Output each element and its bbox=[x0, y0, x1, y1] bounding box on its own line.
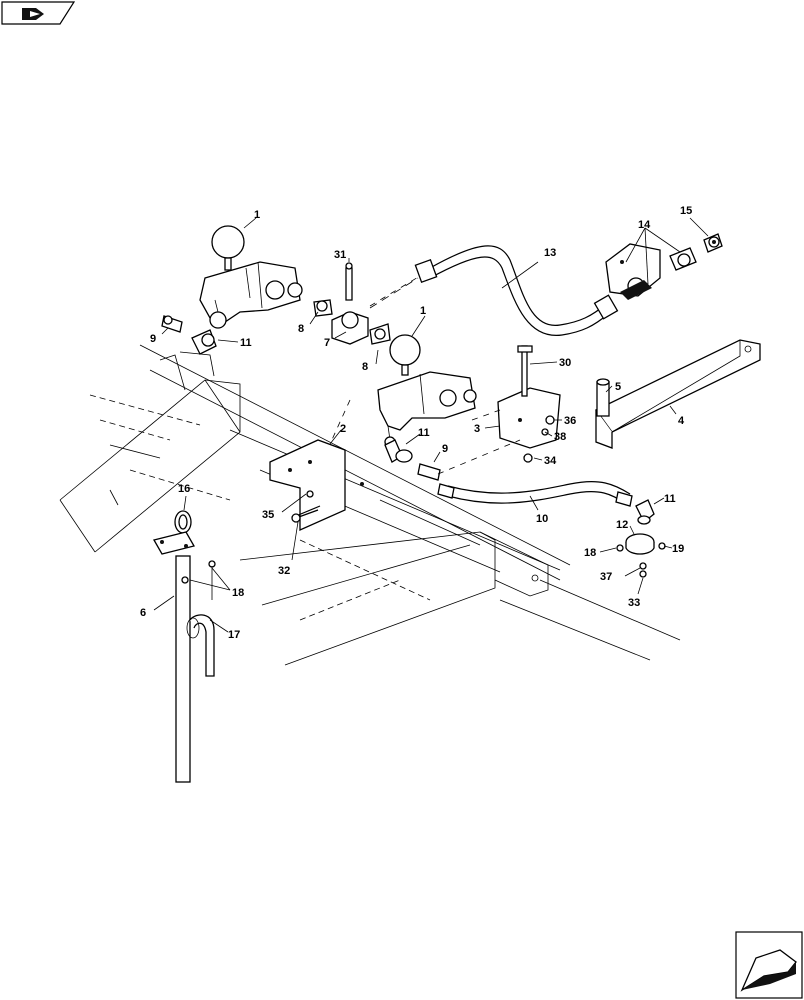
callout-18a: 18 bbox=[232, 587, 244, 599]
callout-15: 15 bbox=[680, 205, 692, 217]
callout-10: 10 bbox=[536, 513, 548, 525]
elbow-fitting-left bbox=[161, 315, 217, 355]
callout-4: 4 bbox=[678, 415, 685, 427]
callout-1b: 1 bbox=[420, 305, 426, 317]
callout-1a: 1 bbox=[254, 209, 260, 221]
callout-6: 6 bbox=[140, 607, 146, 619]
callout-32: 32 bbox=[278, 565, 290, 577]
hose-lower bbox=[437, 481, 633, 507]
callout-5: 5 bbox=[615, 381, 621, 393]
callout-9b: 9 bbox=[442, 443, 448, 455]
hose-upper bbox=[369, 245, 619, 336]
manifold-block bbox=[616, 499, 666, 578]
next-page-arrow-icon[interactable] bbox=[735, 931, 803, 999]
valve-assembly-lower bbox=[377, 334, 477, 441]
leader-lines bbox=[153, 217, 709, 633]
callout-33: 33 bbox=[628, 597, 640, 609]
hose-holder bbox=[153, 510, 216, 783]
callout-8a: 8 bbox=[298, 323, 304, 335]
callout-17: 17 bbox=[228, 629, 240, 641]
valve-assembly-upper bbox=[199, 225, 303, 329]
callout-19: 19 bbox=[672, 543, 684, 555]
callout-8b: 8 bbox=[362, 361, 368, 373]
quick-coupler bbox=[703, 233, 723, 253]
callout-30: 30 bbox=[559, 357, 571, 369]
frame-beams bbox=[59, 344, 681, 666]
bolt bbox=[291, 509, 319, 523]
elbow-fitting-lower bbox=[384, 436, 441, 481]
callout-13: 13 bbox=[544, 247, 556, 259]
mounting-plate bbox=[497, 345, 561, 463]
coupler-bracket bbox=[605, 243, 697, 300]
callout-11c: 11 bbox=[664, 493, 676, 505]
drawbar bbox=[595, 339, 761, 449]
callout-14: 14 bbox=[638, 219, 651, 231]
callout-12: 12 bbox=[616, 519, 628, 531]
callout-34: 34 bbox=[544, 455, 557, 467]
tee-adapter bbox=[313, 262, 391, 345]
callout-11b: 11 bbox=[418, 427, 430, 439]
post bbox=[596, 378, 610, 417]
callout-labels: 1 1 2 3 4 5 6 7 8 8 9 9 10 11 11 11 12 1… bbox=[140, 205, 692, 641]
callout-11a: 11 bbox=[240, 337, 252, 349]
navigation-tab-icon[interactable] bbox=[1, 1, 76, 25]
callout-9a: 9 bbox=[150, 333, 156, 345]
callout-2: 2 bbox=[340, 423, 346, 435]
callout-3: 3 bbox=[474, 423, 480, 435]
callout-18b: 18 bbox=[584, 547, 596, 559]
callout-16: 16 bbox=[178, 483, 190, 495]
callout-38: 38 bbox=[554, 431, 566, 443]
callout-7: 7 bbox=[324, 337, 330, 349]
callout-31: 31 bbox=[334, 249, 346, 261]
callout-35: 35 bbox=[262, 509, 274, 521]
hitch-bracket bbox=[269, 439, 364, 532]
callout-37: 37 bbox=[600, 571, 612, 583]
callout-36: 36 bbox=[564, 415, 576, 427]
